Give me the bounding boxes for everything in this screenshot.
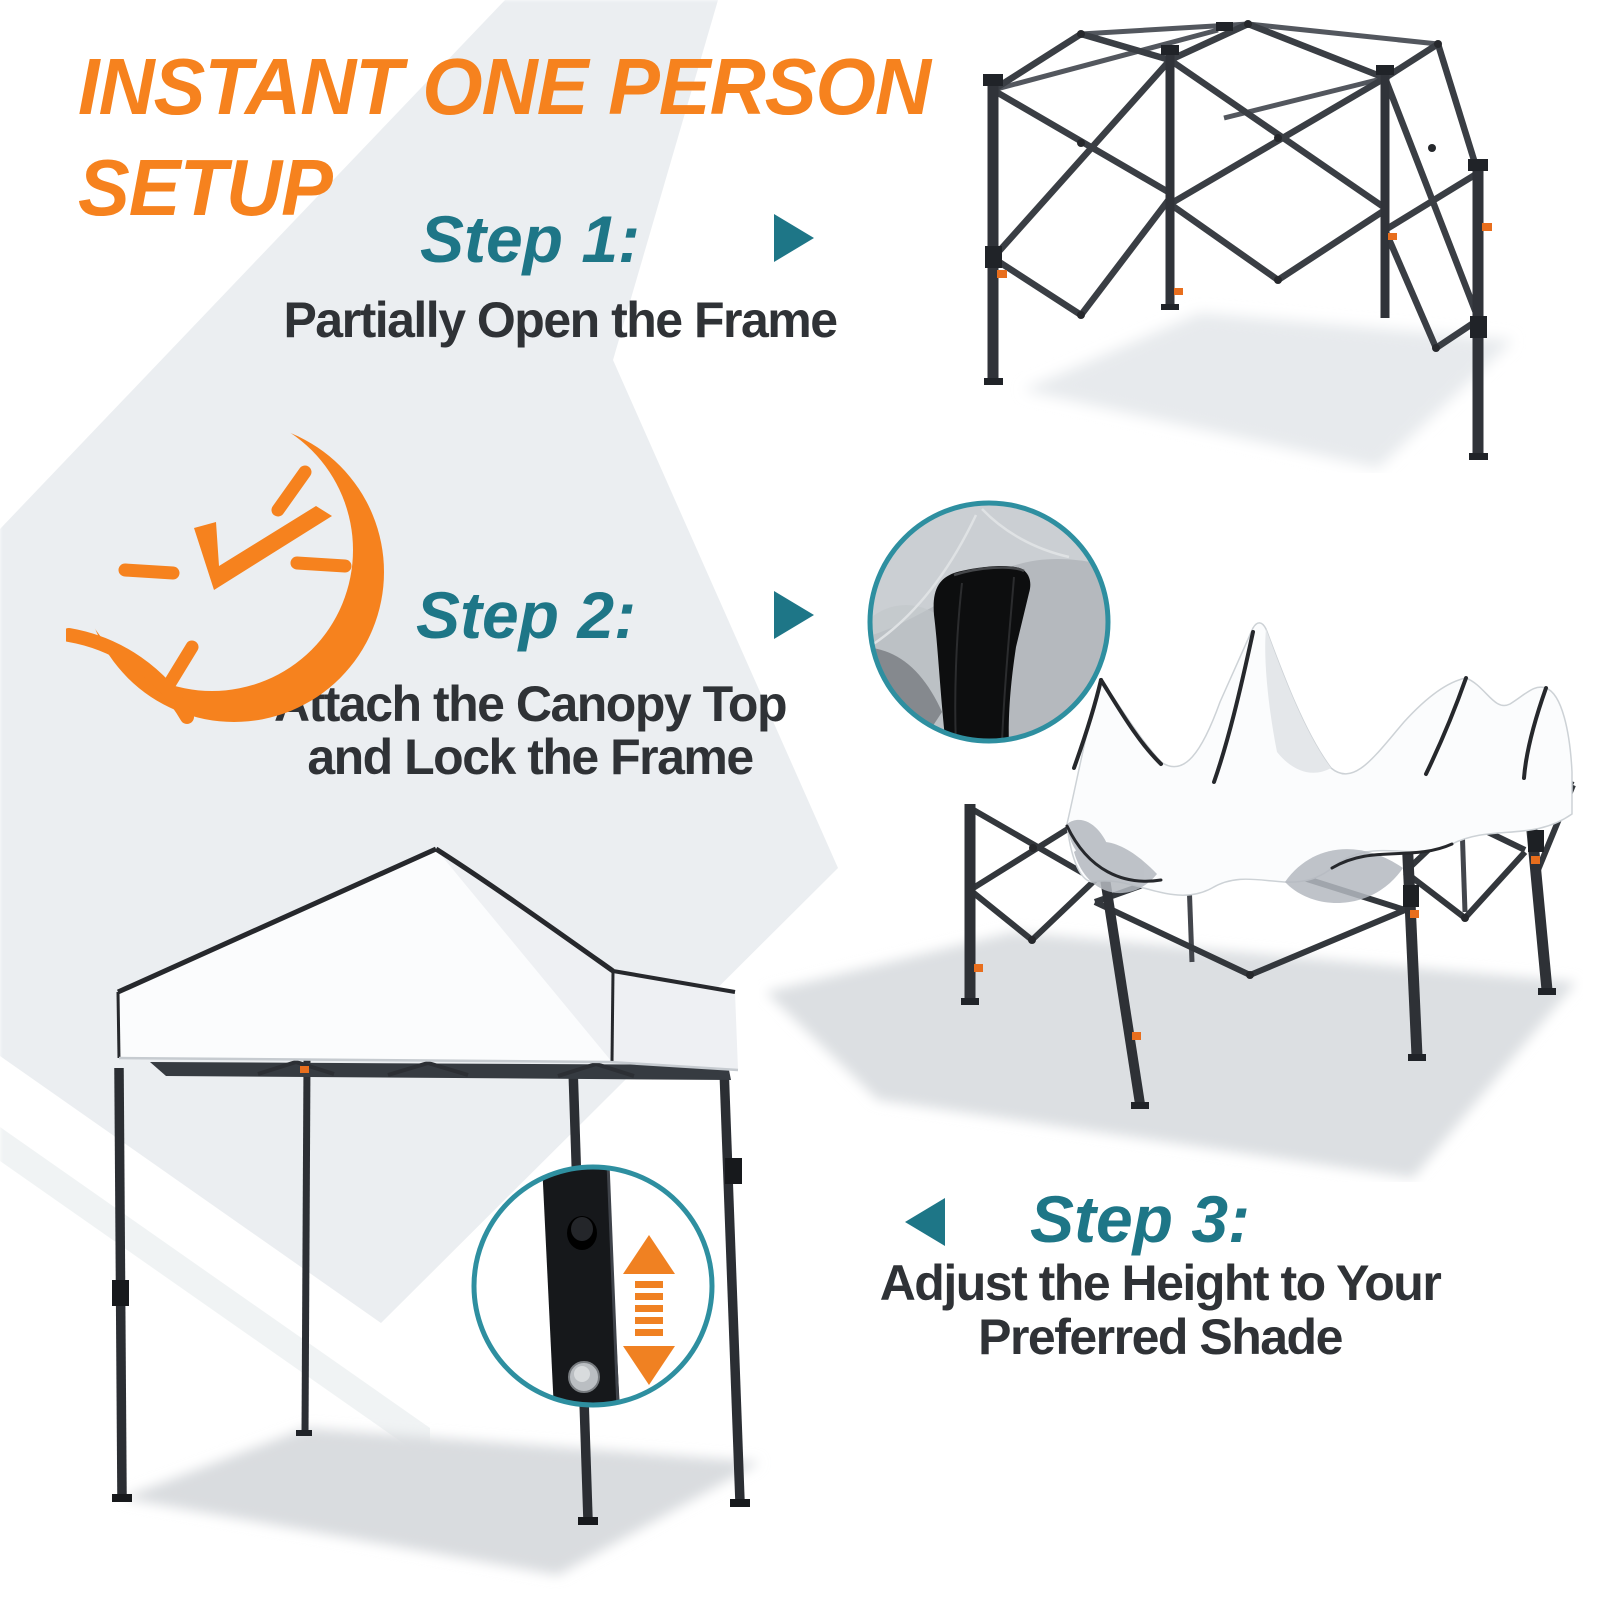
step3-description-line2: Preferred Shade xyxy=(978,1309,1343,1365)
fabric-light-shade xyxy=(1265,629,1331,773)
floor-shadow xyxy=(766,932,1576,1178)
inset-ring xyxy=(471,1164,715,1408)
valance-bottom-edge xyxy=(118,1056,739,1072)
fabric-black-trim xyxy=(1065,630,1548,883)
half-open-canopy-photo xyxy=(766,622,1576,1178)
step1-description: Partially Open the Frame xyxy=(283,292,838,348)
floor-shadow xyxy=(1023,313,1513,468)
tent-legs xyxy=(112,1067,750,1525)
step2-description-line1: Attach the Canopy Top xyxy=(273,676,788,732)
frame-joints xyxy=(1077,20,1442,352)
velcro-strap xyxy=(933,566,1031,741)
triangle-right-icon xyxy=(774,214,814,262)
velcro-photo xyxy=(870,503,1108,741)
triangle-left-icon xyxy=(905,1198,945,1246)
frame-legs xyxy=(983,22,1488,460)
step3-description-line1: Adjust the Height to Your xyxy=(879,1255,1442,1311)
tent-leg-closeup xyxy=(542,1167,620,1405)
clock-checkmark-icon xyxy=(66,422,384,724)
step2-label: Step 2: xyxy=(415,578,637,652)
step3-label: Step 3: xyxy=(1029,1182,1251,1256)
floor-shadow xyxy=(122,1428,760,1575)
orange-lock-clips xyxy=(974,856,1540,1040)
page-title-line1: INSTANT ONE PERSON xyxy=(78,42,931,131)
velcro-strap-closeup-inset xyxy=(864,497,1114,747)
page-title-line2: SETUP xyxy=(78,143,333,232)
fabric-shaded-folds xyxy=(1067,819,1403,903)
collapsed-canopy-frame-photo xyxy=(983,20,1513,468)
double-vertical-arrow-icon xyxy=(623,1235,675,1385)
roof-black-trim xyxy=(116,846,736,1063)
under-eave-trusses xyxy=(257,1059,635,1078)
orange-lock-clip xyxy=(300,1066,309,1073)
assembled-tent-photo xyxy=(112,846,760,1575)
checkmark xyxy=(194,506,332,590)
step1-label: Step 1: xyxy=(419,202,641,276)
step2-description-line2: and Lock the Frame xyxy=(307,729,754,785)
orange-lock-clips xyxy=(997,223,1492,295)
roof-right-face xyxy=(436,849,738,1070)
back-leg xyxy=(301,1059,311,1434)
leg-photo xyxy=(474,1167,712,1405)
inset-ring xyxy=(867,500,1111,744)
height-adjustment-closeup-inset xyxy=(468,1161,718,1411)
